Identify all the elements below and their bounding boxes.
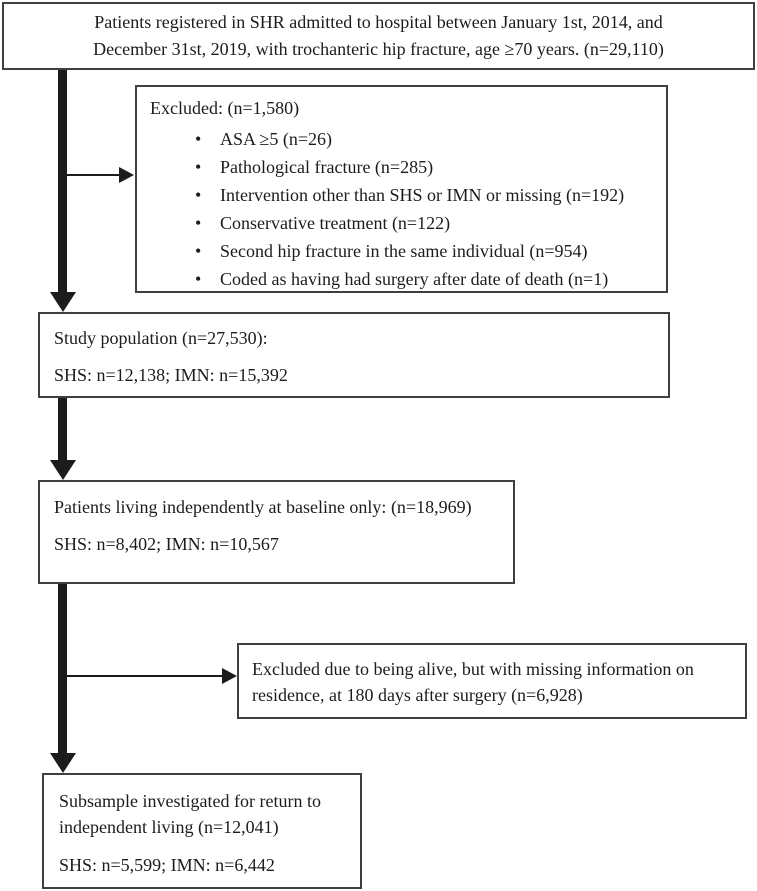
arrow-branch-1-head [119, 167, 134, 183]
arrow-down-1-shaft [58, 70, 67, 292]
excluded-item-second-fracture: Second hip fracture in the same individu… [193, 237, 656, 265]
registered-line-1: Patients registered in SHR admitted to h… [94, 12, 663, 32]
excluded-initial-title: Excluded: (n=1,580) [150, 98, 300, 118]
arrow-branch-2-head [222, 668, 237, 684]
excluded-item-coded-surgery: Coded as having had surgery after date o… [193, 265, 656, 293]
study-population-title: Study population (n=27,530): [54, 328, 268, 348]
box-excluded-initial: Excluded: (n=1,580) ASA ≥5 (n=26) Pathol… [135, 85, 668, 293]
excluded-item-asa: ASA ≥5 (n=26) [193, 125, 656, 153]
arrow-branch-1-shaft [63, 174, 119, 176]
arrow-down-2-shaft [58, 398, 67, 460]
excluded-item-intervention: Intervention other than SHS or IMN or mi… [193, 181, 656, 209]
box-study-population: Study population (n=27,530): SHS: n=12,1… [38, 312, 670, 398]
independent-baseline-title: Patients living independently at baselin… [54, 497, 472, 517]
box-excluded-missing-residence: Excluded due to being alive, but with mi… [237, 643, 747, 719]
box-independent-baseline: Patients living independently at baselin… [38, 480, 515, 584]
arrow-branch-2-shaft [63, 675, 222, 677]
registered-line-2: December 31st, 2019, with trochanteric h… [93, 39, 664, 59]
independent-baseline-counts: SHS: n=8,402; IMN: n=10,567 [54, 534, 279, 554]
arrow-down-1-head [50, 292, 76, 312]
arrow-down-2-head [50, 460, 76, 480]
excluded-initial-list: ASA ≥5 (n=26) Pathological fracture (n=2… [150, 125, 656, 293]
box-subsample: Subsample investigated for return to ind… [42, 773, 362, 889]
excluded-item-conservative: Conservative treatment (n=122) [193, 209, 656, 237]
arrow-down-3-head [50, 753, 76, 773]
arrow-down-3-shaft [58, 584, 67, 753]
box-registered-patients: Patients registered in SHR admitted to h… [2, 2, 755, 70]
excluded-missing-line-2: residence, at 180 days after surgery (n=… [252, 685, 583, 705]
subsample-counts: SHS: n=5,599; IMN: n=6,442 [59, 855, 275, 875]
excluded-missing-line-1: Excluded due to being alive, but with mi… [252, 659, 694, 679]
subsample-line-2: independent living (n=12,041) [59, 817, 279, 837]
excluded-item-pathological: Pathological fracture (n=285) [193, 153, 656, 181]
subsample-line-1: Subsample investigated for return to [59, 791, 321, 811]
study-population-counts: SHS: n=12,138; IMN: n=15,392 [54, 365, 288, 385]
